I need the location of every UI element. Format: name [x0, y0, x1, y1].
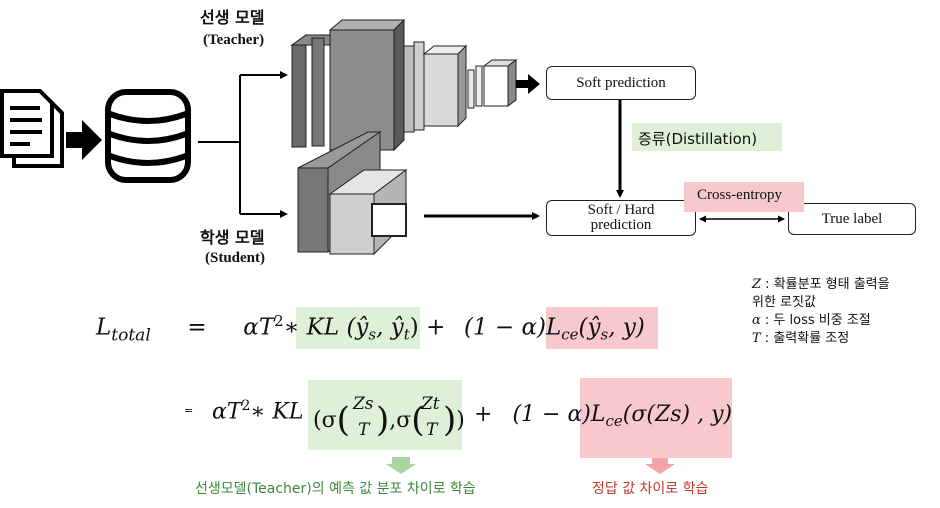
pink-down-arrow [645, 457, 675, 474]
teacher-output-arrow [516, 74, 540, 94]
formula2-ce-part: + (1 − α)Lce(σ(Zs) , y) [474, 402, 733, 430]
teacher-network [290, 18, 518, 152]
frac1-num: Zs [353, 394, 374, 414]
formula1: Ltotal = αT2∗ KL (ŷs, ŷt) + (1 − α)Lce(ŷ… [96, 312, 645, 346]
soft-hard-line2: prediction [590, 217, 652, 233]
frac2-num: Zt [421, 394, 440, 414]
branch-connector [198, 71, 288, 218]
formula2-sigma1: (σ( [313, 400, 350, 440]
soft-hard-line1: Soft / Hard [587, 202, 655, 218]
formula2-equals: = [184, 404, 194, 417]
formula1-kl-highlight [296, 307, 420, 349]
soft-prediction-label: Soft prediction [576, 74, 666, 91]
teacher-title: 선생 모델 [200, 8, 265, 27]
frac2-den: T [426, 420, 438, 440]
teacher-caption: 선생모델(Teacher)의 예측 값 분포 차이로 학습 [195, 481, 476, 497]
teacher-subtitle: (Teacher) [203, 32, 265, 48]
soft-prediction-box: Soft prediction [546, 66, 696, 100]
formula2-ce-highlight [580, 378, 732, 458]
database-icon [105, 89, 191, 183]
formula2-sigma2: ),σ( [376, 400, 425, 440]
distillation-label: 증류(Distillation) [638, 130, 758, 148]
student-title: 학생 모델 [200, 228, 265, 247]
formula1-ce-highlight [546, 307, 658, 349]
frac1-den: T [358, 420, 370, 440]
distillation-tag [632, 123, 782, 151]
green-down-arrow [386, 457, 416, 474]
true-label-box: True label [788, 203, 916, 235]
legend: Z : 확률분포 형태 출력을 위한 로짓값 α : 두 loss 비중 조절 … [752, 277, 890, 346]
input-arrow [66, 120, 102, 160]
formula2-coef: αT2∗ KL [212, 398, 304, 425]
formula2-kl-highlight [308, 380, 462, 450]
student-subtitle: (Student) [205, 250, 266, 266]
soft-hard-prediction-box: Soft / Hard prediction [546, 200, 696, 236]
true-label: True label [821, 210, 883, 227]
student-network [297, 131, 408, 256]
formula2-close: )) [443, 400, 465, 440]
documents-icon [0, 89, 64, 168]
cross-entropy-tag [684, 182, 804, 212]
cross-entropy-label: Cross-entropy [697, 187, 782, 203]
answer-caption: 정답 값 차이로 학습 [592, 481, 709, 497]
